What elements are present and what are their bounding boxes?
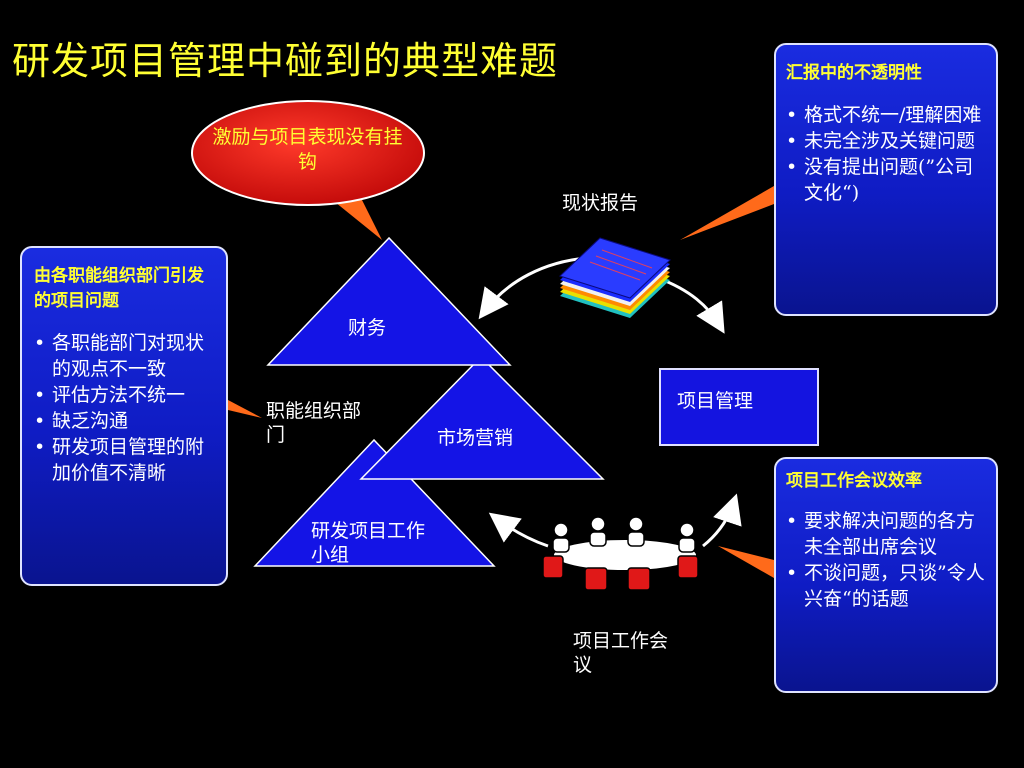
bottom-right-panel-heading: 项目工作会议效率 [786,471,922,491]
status-report-label: 现状报告 [562,192,639,214]
left-panel-list: 各职能部门对现状的观点不一致 评估方法不统一 缺乏沟通 研发项目管理的附加价值不… [34,330,218,486]
meeting-label: 项目工作会议 [573,630,669,676]
triangle-rd-team-label: 研发项目工作小组 [311,520,426,566]
triangle-finance [266,236,512,366]
list-item: 缺乏沟通 [34,408,218,434]
ellipse-note: 激励与项目表现没有挂钩 [212,126,403,173]
bottom-right-panel-list: 要求解决问题的各方未全部出席会议 不谈问题，只谈”令人兴奋“的话题 [786,508,986,612]
incentive-ellipse [191,100,425,206]
curved-arrow-icon [488,512,549,548]
functional-org-label: 职能组织部门 [266,400,362,446]
triangle-marketing [359,355,605,480]
list-item: 评估方法不统一 [34,382,218,408]
left-panel: 由各职能组织部门引发的项目问题 各职能部门对现状的观点不一致 评估方法不统一 缺… [20,246,228,586]
curved-arrow-icon [478,256,587,320]
list-item: 没有提出问题(”公司文化“) [786,154,986,206]
left-panel-heading: 由各职能组织部门引发的项目问题 [34,266,204,311]
list-item: 要求解决问题的各方未全部出席会议 [786,508,986,560]
project-management-box: 项目管理 [659,368,819,446]
list-item: 不谈问题，只谈”令人兴奋“的话题 [786,560,986,612]
list-item: 各职能部门对现状的观点不一致 [34,330,218,382]
curved-arrow-icon [702,493,742,548]
meeting-table-icon [542,516,699,603]
top-right-panel: 汇报中的不透明性 格式不统一/理解困难 未完全涉及关键问题 没有提出问题(”公司… [774,43,998,316]
triangle-rd-team [253,438,496,567]
report-stack-icon [559,237,671,318]
top-right-panel-heading: 汇报中的不透明性 [786,63,922,83]
triangle-finance-label: 财务 [348,317,387,339]
left-panel-callout-pointer [228,400,262,418]
list-item: 未完全涉及关键问题 [786,128,986,154]
top-right-callout-pointer [680,186,774,240]
page-title: 研发项目管理中碰到的典型难题 [12,39,559,83]
list-item: 研发项目管理的附加价值不清晰 [34,434,218,486]
bottom-right-callout-pointer [718,546,774,578]
list-item: 格式不统一/理解困难 [786,102,986,128]
triangle-marketing-label: 市场营销 [437,427,514,449]
bottom-right-panel: 项目工作会议效率 要求解决问题的各方未全部出席会议 不谈问题，只谈”令人兴奋“的… [774,457,998,693]
top-right-panel-list: 格式不统一/理解困难 未完全涉及关键问题 没有提出问题(”公司文化“) [786,102,986,206]
curved-arrow-icon [657,276,725,334]
